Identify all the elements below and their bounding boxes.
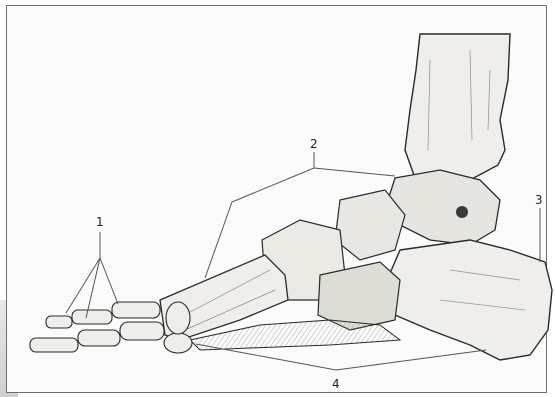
label-base: 4 — [332, 377, 340, 391]
tibia-bone — [405, 34, 510, 185]
phalanges-group — [30, 302, 192, 353]
calcaneus-bone — [385, 240, 552, 360]
label-heel: 3 — [535, 193, 543, 207]
label-arch: 2 — [310, 137, 318, 151]
talus-bone — [388, 170, 500, 245]
label-toes: 1 — [96, 215, 104, 229]
